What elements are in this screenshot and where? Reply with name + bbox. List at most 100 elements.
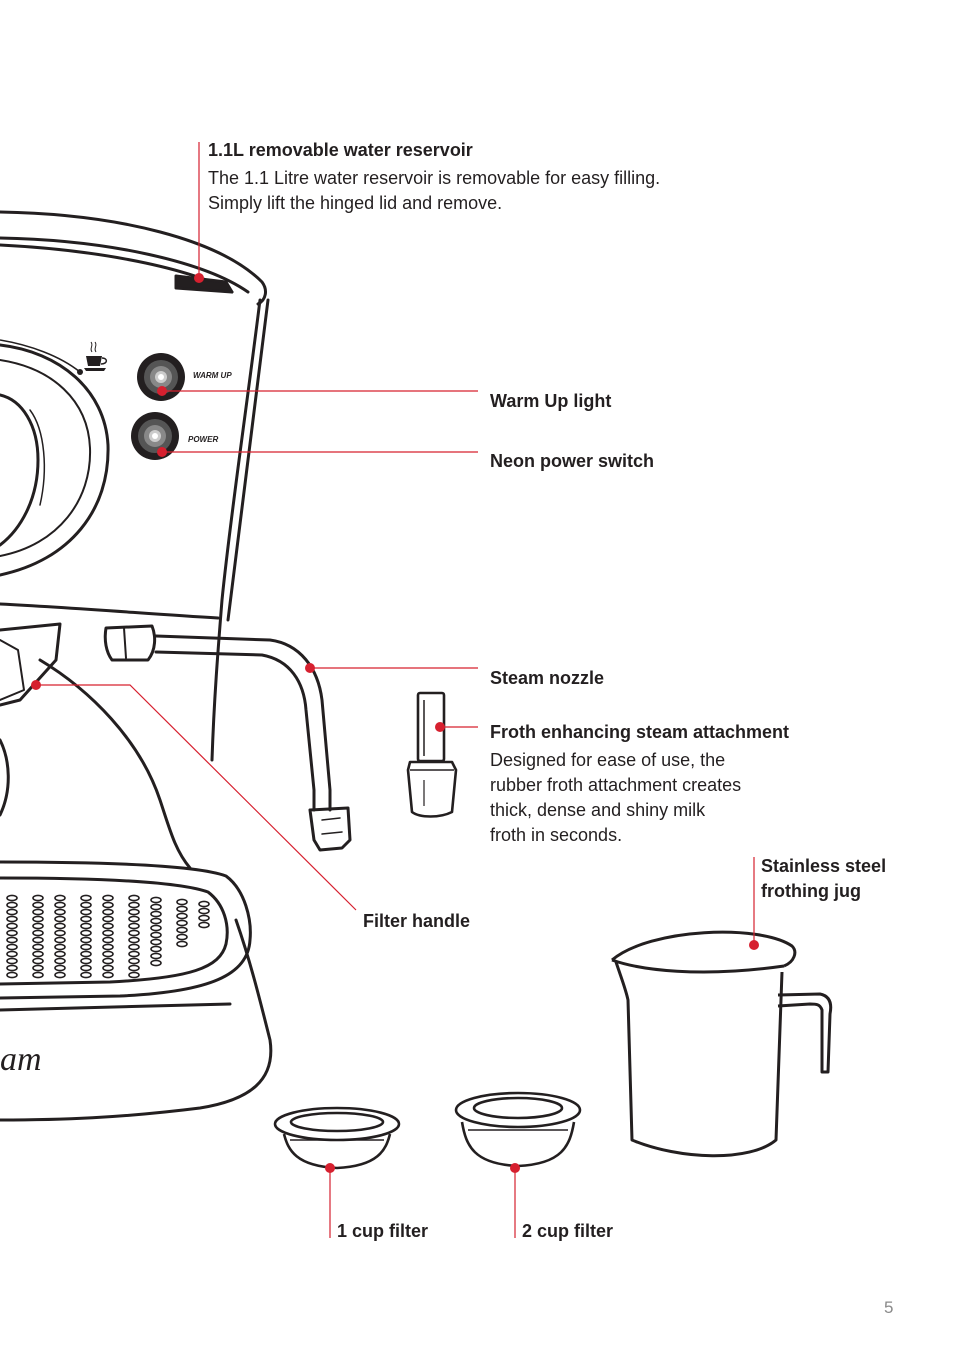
- drip-hole: [32, 950, 44, 958]
- drip-hole: [54, 915, 66, 923]
- drip-hole: [32, 964, 44, 972]
- drip-hole: [80, 908, 92, 916]
- drip-hole: [128, 950, 140, 958]
- power-switch: [131, 412, 179, 460]
- drip-hole: [102, 922, 114, 930]
- drip-hole: [80, 901, 92, 909]
- brand-logo: am: [0, 1041, 42, 1078]
- drip-tray: [0, 860, 252, 1000]
- drip-hole: [80, 929, 92, 937]
- drip-hole: [54, 922, 66, 930]
- drip-hole: [54, 943, 66, 951]
- drip-hole: [128, 936, 140, 944]
- drip-hole: [6, 943, 18, 951]
- drip-hole: [80, 971, 92, 979]
- froth-attachment-description: Designed for ease of use, the rubber fro…: [490, 748, 741, 848]
- drip-hole: [54, 964, 66, 972]
- warm-up-text: WARM UP: [193, 371, 232, 380]
- drip-hole: [198, 921, 210, 929]
- reservoir-title: 1.1L removable water reservoir: [208, 140, 473, 160]
- drip-hole: [54, 894, 66, 902]
- drip-hole: [102, 964, 114, 972]
- warm-up-light-title: Warm Up light: [490, 391, 612, 411]
- drip-hole: [54, 950, 66, 958]
- filter-handle-title: Filter handle: [363, 911, 471, 931]
- drip-tray-holes: [6, 894, 210, 979]
- drip-hole: [32, 971, 44, 979]
- drip-hole: [102, 915, 114, 923]
- reservoir-desc-line: Simply lift the hinged lid and remove.: [208, 193, 503, 213]
- machine-base: [0, 918, 273, 1122]
- drip-hole: [150, 931, 162, 939]
- drip-hole: [32, 901, 44, 909]
- drip-hole: [198, 907, 210, 915]
- froth-attachment: [406, 691, 458, 818]
- drip-hole: [128, 901, 140, 909]
- jug-title-line-2: frothing jug: [761, 881, 861, 901]
- drip-hole: [102, 971, 114, 979]
- drip-hole: [6, 957, 18, 965]
- drip-hole: [80, 950, 92, 958]
- drip-hole: [176, 940, 188, 948]
- drip-hole: [32, 894, 44, 902]
- drip-hole: [128, 915, 140, 923]
- one-cup-filter-illustration: [273, 1106, 401, 1170]
- drip-hole: [6, 964, 18, 972]
- drip-hole: [102, 950, 114, 958]
- drip-hole: [128, 964, 140, 972]
- froth-desc-line: froth in seconds.: [490, 825, 623, 845]
- leader-lines: [36, 142, 755, 1238]
- drip-hole: [54, 971, 66, 979]
- machine-body: [210, 298, 262, 762]
- frothing-jug: [611, 930, 833, 1158]
- drip-hole: [198, 900, 210, 908]
- jug-title-line-1: Stainless steel: [761, 856, 887, 876]
- drip-hole: [32, 915, 44, 923]
- drip-hole: [32, 908, 44, 916]
- froth-desc-line: Designed for ease of use, the: [490, 750, 726, 770]
- power-switch-title: Neon power switch: [490, 451, 655, 471]
- drip-hole: [176, 898, 188, 906]
- leader-dots: [31, 273, 759, 1173]
- drip-hole: [102, 908, 114, 916]
- drip-hole: [150, 952, 162, 960]
- drip-hole: [128, 922, 140, 930]
- two-cup-filter-illustration: [454, 1091, 582, 1168]
- drip-hole: [80, 936, 92, 944]
- drip-hole: [176, 905, 188, 913]
- drip-hole: [102, 901, 114, 909]
- coffee-cup-icon: [84, 341, 108, 371]
- drip-hole: [54, 929, 66, 937]
- drip-hole: [128, 908, 140, 916]
- drip-hole: [80, 894, 92, 902]
- brew-head: [0, 343, 110, 577]
- drip-hole: [150, 938, 162, 946]
- drip-hole: [198, 914, 210, 922]
- drip-hole: [176, 912, 188, 920]
- froth-attachment-title: Froth enhancing steam attachment: [490, 722, 790, 742]
- drip-hole: [6, 929, 18, 937]
- froth-desc-line: rubber froth attachment creates: [490, 775, 742, 795]
- drip-hole: [32, 957, 44, 965]
- drip-hole: [32, 929, 44, 937]
- drip-hole: [6, 922, 18, 930]
- reservoir-desc-line: The 1.1 Litre water reservoir is removab…: [208, 168, 661, 188]
- drip-hole: [102, 957, 114, 965]
- drip-hole: [128, 929, 140, 937]
- drip-hole: [102, 936, 114, 944]
- drip-hole: [80, 915, 92, 923]
- reservoir-description: The 1.1 Litre water reservoir is removab…: [208, 166, 660, 216]
- drip-hole: [150, 917, 162, 925]
- drip-hole: [128, 894, 140, 902]
- drip-hole: [54, 936, 66, 944]
- power-text: POWER: [188, 435, 218, 444]
- drip-hole: [6, 894, 18, 902]
- drip-hole: [150, 910, 162, 918]
- drip-hole: [80, 964, 92, 972]
- drip-hole: [80, 957, 92, 965]
- drip-hole: [128, 943, 140, 951]
- one-cup-filter-title: 1 cup filter: [337, 1221, 429, 1241]
- drip-hole: [102, 929, 114, 937]
- drip-hole: [6, 950, 18, 958]
- steam-nozzle-title: Steam nozzle: [490, 668, 605, 688]
